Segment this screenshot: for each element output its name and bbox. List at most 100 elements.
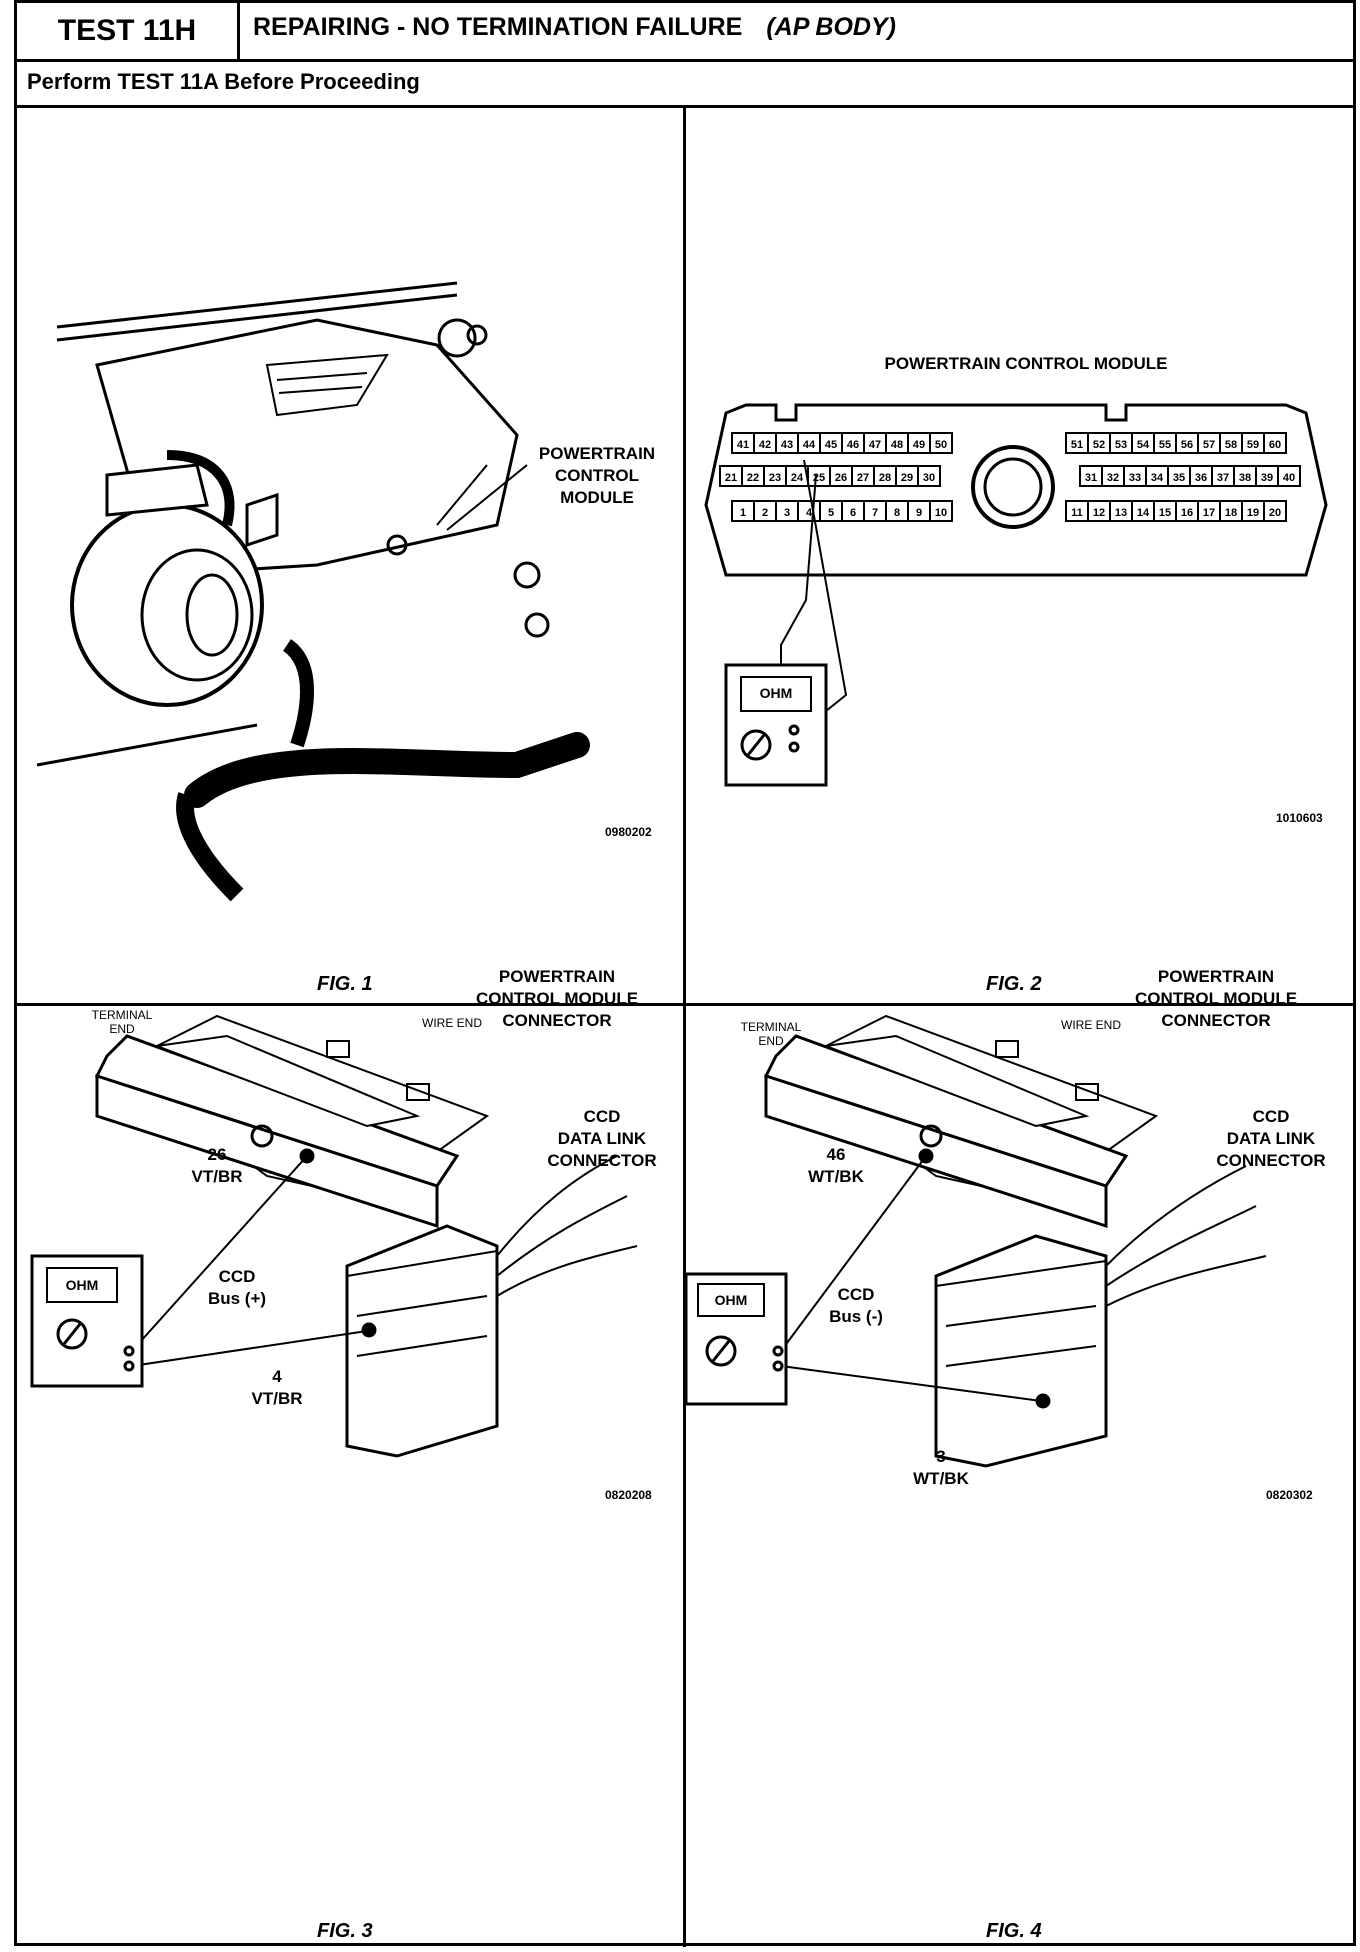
pin-label-9: 9 [916,507,922,519]
fig3-conn-line3: CONNECTOR [502,1011,612,1030]
fig2-caption: FIG. 2 [986,973,1042,995]
pin-label-42: 42 [759,439,771,451]
pin-label-19: 19 [1247,507,1259,519]
pin-label-7: 7 [872,507,878,519]
fig3-bus-line2: Bus (+) [207,1289,267,1308]
fig1-label-line1: POWERTRAIN [538,444,656,463]
pin-label-4: 4 [806,507,813,519]
pin-label-24: 24 [791,472,804,484]
pin-label-36: 36 [1195,472,1207,484]
fig4-caption: FIG. 4 [986,1920,1042,1942]
pin-label-55: 55 [1159,439,1171,451]
fig2-meter-label: OHM [759,685,793,701]
fig1-code: 0980202 [605,825,652,839]
fig4-conn-line1: POWERTRAIN [1157,967,1275,986]
fig4-dlc-pin-label: 3 WT/BK [901,1446,981,1490]
pin-cell-20 [1263,500,1287,522]
grid-divider-horizontal [17,1003,1353,1006]
fig4-terminal-line1: TERMINAL [740,1020,802,1034]
fig3-terminal-line2: END [109,1022,135,1036]
pin-label-10: 10 [935,507,947,519]
pin-label-41: 41 [737,439,749,451]
pin-label-60: 60 [1269,439,1281,451]
title-text: REPAIRING - NO TERMINATION FAILURE [253,13,743,41]
pin-label-58: 58 [1225,439,1237,451]
pin-label-2: 2 [762,507,768,519]
pin-label-45: 45 [825,439,837,451]
pin-label-47: 47 [869,439,881,451]
pin-cell-40 [1277,465,1301,487]
fig4-terminal-line2: END [758,1034,784,1048]
fig4-meter-label: OHM [714,1292,748,1308]
fig3-pcm-pin-label: 26 VT/BR [167,1144,267,1188]
fig4-pcm-pin: 46 [826,1145,846,1164]
fig3-terminal-line1: TERMINAL [91,1008,153,1022]
fig4-pcm-wire: WT/BK [808,1167,864,1186]
pin-cell-50 [929,432,953,454]
fig4-code: 0820302 [1266,1488,1313,1502]
pin-label-14: 14 [1137,507,1150,519]
fig4-bus-line1: CCD [837,1285,875,1304]
fig3-pcm-connector-label: POWERTRAIN CONTROL MODULE CONNECTOR [457,966,657,1032]
pin-label-56: 56 [1181,439,1193,451]
pin-label-26: 26 [835,472,847,484]
fig3-wire-end-label: WIRE END [422,1016,482,1030]
pin-label-8: 8 [894,507,900,519]
pin-label-46: 46 [847,439,859,451]
fig4-panel: POWERTRAIN CONTROL MODULE CONNECTOR TERM… [686,967,1353,1946]
fig3-terminal-end-label: TERMINAL END [77,1008,167,1036]
fig4-bus-line2: Bus (-) [829,1307,883,1326]
fig3-code: 0820208 [605,1488,652,1502]
fig1-panel: POWERTRAIN CONTROL MODULE 0980202 FIG. 1 [17,105,683,1003]
pin-label-18: 18 [1225,507,1237,519]
fig3-meter-label: OHM [65,1277,99,1293]
test-sheet: TEST 11H REPAIRING - NO TERMINATION FAIL… [14,0,1356,1947]
engine-bay-illustration [36,281,590,902]
fig4-bus-label: CCD Bus (-) [816,1284,896,1328]
fig3-bus-line1: CCD [218,1267,256,1286]
pin-label-15: 15 [1159,507,1171,519]
fig3-dlc-line1: CCD [583,1107,621,1126]
pin-label-31: 31 [1085,472,1097,484]
fig3-pcm-pin: 26 [207,1145,227,1164]
pin-label-35: 35 [1173,472,1185,484]
pin-label-32: 32 [1107,472,1119,484]
pin-label-29: 29 [901,472,913,484]
pin-label-40: 40 [1283,472,1295,484]
pin-label-54: 54 [1137,439,1150,451]
pin-label-22: 22 [747,472,759,484]
pin-label-33: 33 [1129,472,1141,484]
fig4-dlc-line2: DATA LINK [1226,1129,1316,1148]
pin-label-53: 53 [1115,439,1127,451]
fig3-conn-line1: POWERTRAIN [498,967,616,986]
fig2-title: POWERTRAIN CONTROL MODULE [884,354,1168,373]
pin-label-23: 23 [769,472,781,484]
fig4-pcm-pin-label: 46 WT/BK [786,1144,886,1188]
fig3-pcm-wire: VT/BR [191,1167,243,1186]
fig3-caption: FIG. 3 [317,1920,373,1942]
pin-label-12: 12 [1093,507,1105,519]
pin-label-5: 5 [828,507,834,519]
pin-label-52: 52 [1093,439,1105,451]
fig3-connector-illustration [30,1014,638,1458]
fig4-conn-line2: CONTROL MODULE [1134,989,1298,1008]
pin-label-1: 1 [740,507,746,519]
fig4-connector-illustration [686,1014,1267,1468]
prerequisite-note: Perform TEST 11A Before Proceeding [17,59,1353,108]
pin-label-59: 59 [1247,439,1259,451]
fig3-dlc-wire: VT/BR [251,1389,303,1408]
fig3-dlc-line2: DATA LINK [557,1129,647,1148]
pin-label-30: 30 [923,472,935,484]
test-id: TEST 11H [17,3,240,59]
pin-label-11: 11 [1071,507,1083,519]
test-title: REPAIRING - NO TERMINATION FAILURE(AP BO… [253,13,896,42]
pin-label-20: 20 [1269,507,1281,519]
pin-cell-30 [917,465,941,487]
fig3-dlc-line3: CONNECTOR [547,1151,657,1170]
fig4-dlc-pin: 3 [936,1447,946,1466]
pin-label-27: 27 [857,472,869,484]
fig4-wire-end-label: WIRE END [1061,1018,1121,1032]
